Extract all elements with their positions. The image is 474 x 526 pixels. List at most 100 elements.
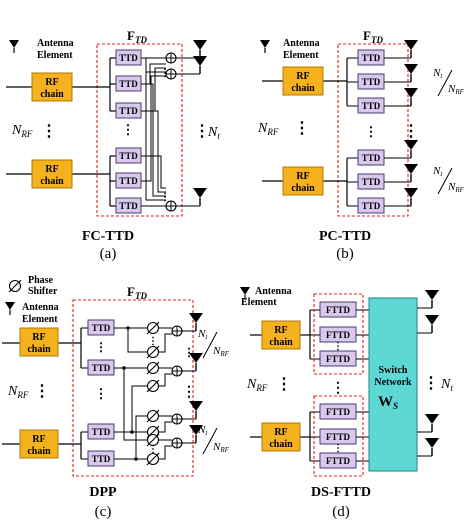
- svg-text:TTD: TTD: [92, 454, 111, 464]
- combiner-icon: [165, 68, 177, 80]
- rf-chain: RF chain: [261, 422, 301, 452]
- panel-letter: (b): [336, 246, 354, 262]
- rf-chain: RF chain: [282, 66, 324, 96]
- svg-text:NRF: NRF: [447, 181, 465, 194]
- svg-text:Nt: Nt: [197, 424, 208, 437]
- antenna-icon: [192, 55, 208, 75]
- phase-shifter-icon: [146, 361, 160, 375]
- svg-text:chain: chain: [269, 439, 293, 450]
- svg-text:Nt: Nt: [197, 328, 208, 341]
- svg-text:FTTD: FTTD: [326, 432, 351, 442]
- n-t-label: Nt: [207, 125, 220, 141]
- combiner-icon: [171, 437, 183, 449]
- svg-text:TTD: TTD: [92, 323, 111, 333]
- svg-text:chain: chain: [27, 446, 51, 457]
- ratio-label: Nt NRF: [432, 165, 465, 195]
- phase-shifter-icon: [146, 409, 160, 423]
- fttd-group-box: [313, 395, 364, 477]
- svg-text:WS: WS: [378, 394, 398, 411]
- svg-text:chain: chain: [269, 337, 293, 348]
- antenna-icon: [424, 314, 440, 334]
- panel-letter: (c): [95, 504, 112, 520]
- phase-shifter-icon: [146, 321, 160, 335]
- svg-text:Antenna: Antenna: [22, 302, 59, 313]
- svg-text:⋮: ⋮: [160, 192, 170, 203]
- antenna-icon: [192, 39, 208, 59]
- f-td-dashed-box: [72, 299, 194, 477]
- svg-text:Antenna: Antenna: [283, 38, 320, 49]
- rf-chain: RF chain: [282, 166, 324, 196]
- svg-text:⋮: ⋮: [194, 123, 210, 140]
- antenna-legend-icon: [4, 301, 16, 316]
- svg-text:chain: chain: [291, 83, 315, 94]
- ttd-block: TTD: [87, 423, 115, 440]
- fttd-block: FTTD: [319, 403, 357, 420]
- svg-text:TTD: TTD: [362, 153, 381, 163]
- svg-text:TTD: TTD: [362, 77, 381, 87]
- svg-text:⋮: ⋮: [182, 385, 196, 400]
- svg-text:Phase: Phase: [28, 275, 54, 286]
- panel-letter: (d): [332, 504, 350, 520]
- svg-text:TTD: TTD: [119, 201, 138, 211]
- panel-b: Antenna Element FTD RF chain RF chain ⋮ …: [257, 28, 465, 262]
- combiner-icon: [171, 365, 183, 377]
- svg-text:NRF: NRF: [212, 345, 230, 358]
- svg-text:⋮: ⋮: [294, 120, 310, 137]
- fttd-block: FTTD: [319, 452, 357, 469]
- antenna-icon: [403, 87, 419, 107]
- svg-text:TTD: TTD: [362, 101, 381, 111]
- f-td-label: FTD: [363, 28, 383, 45]
- ttd-block: TTD: [115, 197, 142, 214]
- svg-text:NRF: NRF: [447, 83, 465, 96]
- rf-chain: RF chain: [19, 429, 59, 459]
- ttd-block: TTD: [357, 73, 385, 90]
- svg-text:NRF: NRF: [212, 441, 230, 454]
- rf-chain: RF chain: [19, 327, 59, 357]
- ttd-block: TTD: [87, 359, 115, 376]
- svg-text:⋮: ⋮: [333, 341, 343, 352]
- svg-text:⋮: ⋮: [95, 340, 107, 354]
- svg-text:TTD: TTD: [362, 177, 381, 187]
- svg-text:⋮: ⋮: [403, 123, 419, 140]
- f-td-label: FTD: [127, 284, 147, 301]
- svg-text:⋮: ⋮: [160, 68, 170, 79]
- phase-shifter-icon: [146, 379, 160, 393]
- rf-chain: RF chain: [261, 320, 301, 350]
- ttd-block: TTD: [357, 49, 385, 66]
- n-rf-label: NRF: [11, 123, 33, 139]
- antenna-icon: [192, 187, 208, 207]
- ttd-block: TTD: [357, 173, 385, 190]
- svg-text:Nt: Nt: [432, 67, 443, 80]
- svg-text:⋮: ⋮: [148, 444, 158, 455]
- panel-letter: (a): [100, 246, 117, 262]
- panel-a: Antenna Element FTD RF chain RF chain ⋮ …: [6, 28, 220, 262]
- n-rf-label: NRF: [246, 377, 268, 393]
- svg-text:⋮: ⋮: [276, 376, 292, 393]
- svg-text:chain: chain: [27, 344, 51, 355]
- ttd-block: TTD: [357, 149, 385, 166]
- svg-text:⋮: ⋮: [95, 386, 108, 401]
- svg-text:FTTD: FTTD: [326, 456, 351, 466]
- svg-text:Antenna: Antenna: [255, 286, 292, 297]
- svg-text:FTTD: FTTD: [326, 407, 351, 417]
- svg-text:RF: RF: [32, 332, 45, 343]
- n-rf-label: NRF: [257, 121, 279, 137]
- f-td-dashed-box: [337, 43, 409, 217]
- svg-text:Shifter: Shifter: [28, 286, 58, 297]
- antenna-icon: [403, 39, 419, 59]
- svg-text:Element: Element: [241, 297, 277, 308]
- f-td-dashed-box: [96, 43, 183, 217]
- rf-chain: RF chain: [31, 72, 73, 102]
- panel-name: PC-TTD: [319, 229, 371, 244]
- antenna-icon: [403, 163, 419, 183]
- combiner-icon: [171, 325, 183, 337]
- svg-text:FTTD: FTTD: [326, 305, 351, 315]
- antenna-icon: [403, 187, 419, 207]
- n-rf-label: NRF: [7, 384, 29, 400]
- ttd-block: TTD: [115, 102, 142, 119]
- antenna-legend-line2: Element: [37, 50, 73, 61]
- svg-text:Element: Element: [283, 50, 319, 61]
- svg-text:chain: chain: [40, 176, 64, 187]
- ttd-block: TTD: [115, 75, 142, 92]
